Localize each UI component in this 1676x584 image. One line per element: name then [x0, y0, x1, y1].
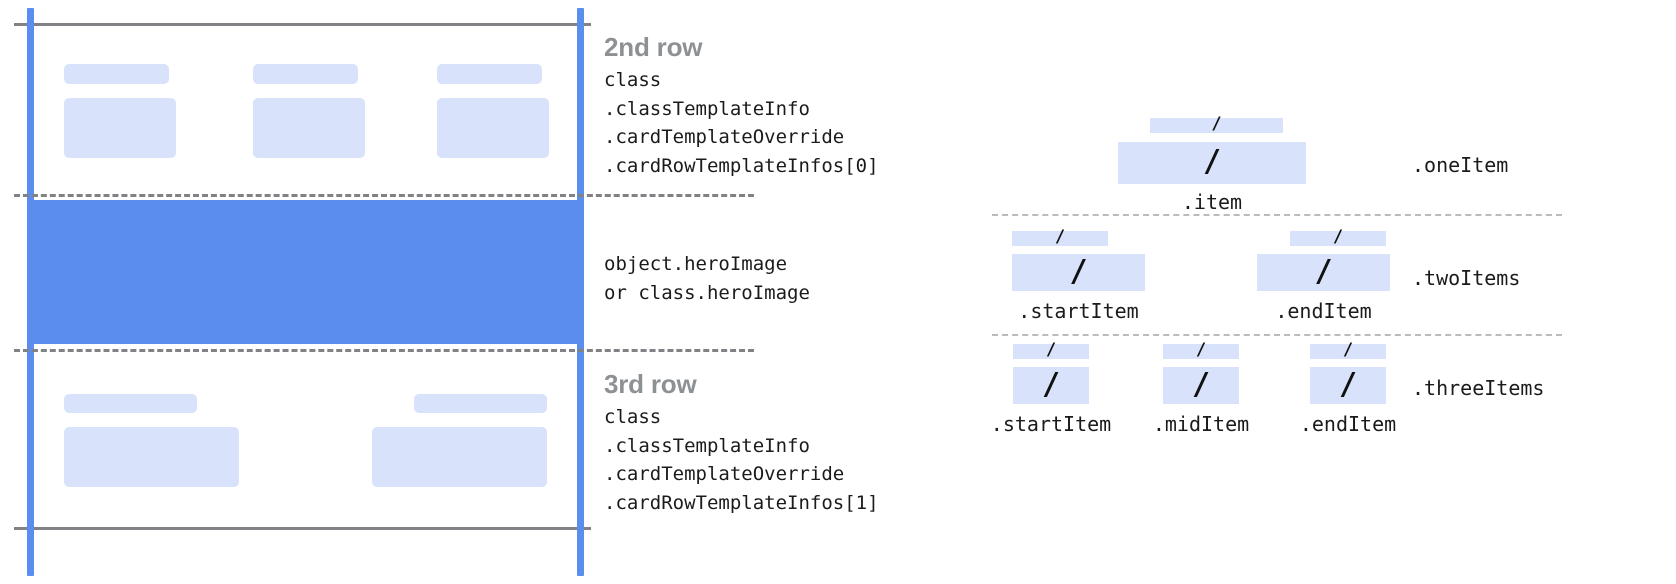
row3-col2-title-placeholder: [414, 394, 547, 413]
hero-code-line-2: or class.heroImage: [604, 281, 810, 304]
two-three-item-divider: [992, 334, 1562, 336]
card-left-edge-rail: [27, 8, 34, 576]
slash-glyph: /: [1069, 253, 1088, 289]
slash-glyph: /: [1338, 366, 1358, 402]
three-items-group-label: .threeItems: [1412, 376, 1545, 400]
slash-glyph: /: [1314, 253, 1333, 289]
hero-row-3-divider: [14, 349, 754, 352]
row-2-code-line-2: .classTemplateInfo: [604, 97, 810, 120]
slash-glyph: /: [1041, 366, 1061, 402]
row3-col1-title-placeholder: [64, 394, 197, 413]
slash-glyph: /: [1191, 366, 1211, 402]
row-2-hero-divider: [14, 194, 754, 197]
row2-col3-title-placeholder: [437, 64, 542, 84]
row2-col2-title-placeholder: [253, 64, 358, 84]
three-items-mid-body-chip: /: [1163, 367, 1239, 404]
hero-code-line-1: object.heroImage: [604, 253, 788, 275]
row-2-code-line-1: class: [604, 69, 662, 91]
row2-col2-body-placeholder: [253, 98, 365, 158]
row-2-code-line-3: .cardTemplateOverride: [604, 126, 845, 148]
three-items-start-sub-label: .startItem: [990, 412, 1112, 436]
two-items-start-body-chip: /: [1012, 254, 1145, 291]
three-items-end-body-chip: /: [1310, 367, 1386, 404]
slash-glyph: /: [1202, 144, 1222, 179]
row-3-code-line-2: .classTemplateInfo: [604, 434, 810, 457]
two-items-end-body-chip: /: [1257, 254, 1390, 291]
slash-glyph: /: [1195, 340, 1207, 360]
card-row-template-diagram: [0, 0, 600, 584]
two-items-group-label: .twoItems: [1412, 266, 1521, 290]
three-items-end-title-chip: /: [1310, 340, 1386, 360]
row-2-heading: 2nd row: [604, 32, 703, 62]
row2-col1-title-placeholder: [64, 64, 169, 84]
row-2-annotation: 2nd row class .classTemplateInfo .cardTe…: [604, 32, 879, 180]
row-3-annotation: 3rd row class .classTemplateInfo .cardTe…: [604, 369, 879, 517]
three-items-start-body-chip: /: [1013, 367, 1089, 404]
row-3-heading: 3rd row: [604, 369, 697, 399]
row3-col1-body-placeholder: [64, 427, 239, 487]
two-items-start-title-chip: /: [1012, 227, 1108, 247]
slash-glyph: /: [1342, 340, 1354, 360]
card-hero-image-band: [31, 200, 581, 344]
two-items-end-sub-label: .endItem: [1275, 299, 1372, 323]
card-top-rule: [14, 23, 591, 26]
one-item-title-chip: /: [1150, 114, 1283, 134]
slash-glyph: /: [1211, 114, 1222, 134]
two-items-end-title-chip: /: [1290, 227, 1386, 247]
slash-glyph: /: [1045, 340, 1057, 360]
row-3-code-line-3: .cardTemplateOverride: [604, 463, 845, 485]
card-bottom-rule: [14, 527, 591, 530]
one-item-sub-label: .item: [1181, 190, 1243, 214]
row-2-code-line-4: .cardRowTemplateInfos[0]: [604, 154, 879, 177]
slash-glyph: /: [1332, 227, 1344, 247]
three-items-mid-sub-label: .midItem: [1152, 412, 1250, 436]
one-two-item-divider: [992, 214, 1562, 216]
three-items-end-sub-label: .endItem: [1299, 412, 1397, 436]
hero-image-annotation: object.heroImage or class.heroImage: [604, 250, 810, 307]
row2-col1-body-placeholder: [64, 98, 176, 158]
row-item-layout-diagram: / / .item .oneItem / / .startItem / / .e…: [960, 0, 1676, 584]
two-items-start-sub-label: .startItem: [1018, 299, 1139, 323]
one-item-group-label: .oneItem: [1412, 153, 1509, 177]
row-3-code-line-1: class: [604, 406, 662, 428]
slash-glyph: /: [1054, 227, 1066, 247]
row-3-code-line-4: .cardRowTemplateInfos[1]: [604, 491, 879, 514]
one-item-body-chip: /: [1118, 142, 1306, 184]
card-right-edge-rail: [577, 8, 584, 576]
three-items-start-title-chip: /: [1013, 340, 1089, 360]
three-items-mid-title-chip: /: [1163, 340, 1239, 360]
row3-col2-body-placeholder: [372, 427, 547, 487]
row2-col3-body-placeholder: [437, 98, 549, 158]
